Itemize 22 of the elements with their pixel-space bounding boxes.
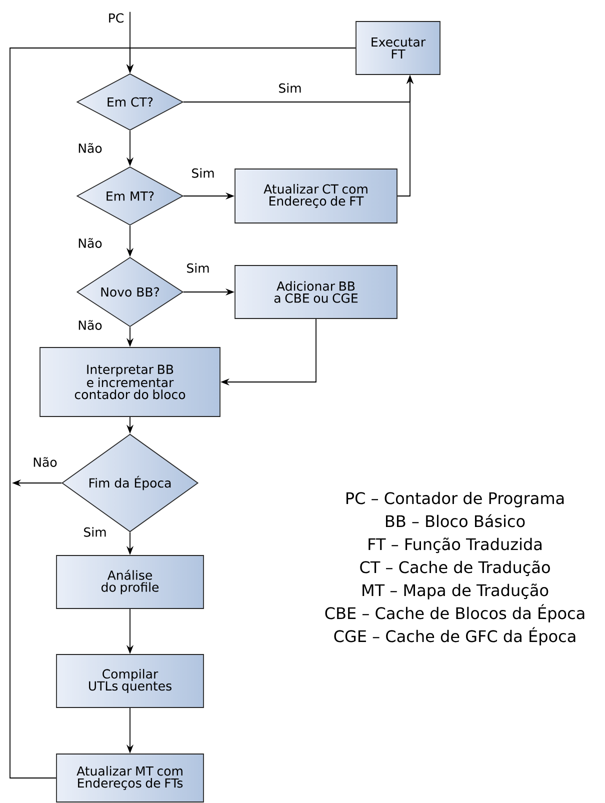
start-label: PC (109, 13, 124, 23)
edge-label: Sim (185, 262, 211, 274)
edge-label: Não (32, 456, 58, 468)
edge-label: Não (76, 142, 104, 154)
process-box: Atualizar CT com Endereço de FT (234, 168, 398, 224)
legend-text: CGE – Cache de GFC da Época (334, 627, 576, 646)
edge-label: Sim (277, 82, 303, 94)
process-box: Interpretar BB e incrementar contador do bloco (40, 347, 220, 417)
legend-text: FT – Função Traduzida (368, 538, 542, 554)
edge-label: Sim (190, 167, 216, 179)
legend-text: MT – Mapa de Tradução (362, 584, 548, 600)
process-box: Executar FT (356, 21, 440, 75)
legend-text: CBE – Cache de Blocos da Época (325, 604, 584, 622)
process-box: Compilar UTLs quentes (56, 654, 204, 708)
legend-text: BB – Bloco Básico (386, 514, 525, 528)
process-box: Análise do profile (56, 555, 204, 609)
edge-label: Não (76, 237, 104, 249)
legend-text: CT – Cache de Tradução (360, 560, 550, 576)
process-box: Atualizar MT com Endereços de FTs (56, 754, 204, 802)
process-box: Adicionar BB a CBE ou CGE (234, 265, 398, 319)
legend-text: PC – Contador de Programa (346, 492, 564, 508)
arrow (10, 48, 134, 778)
